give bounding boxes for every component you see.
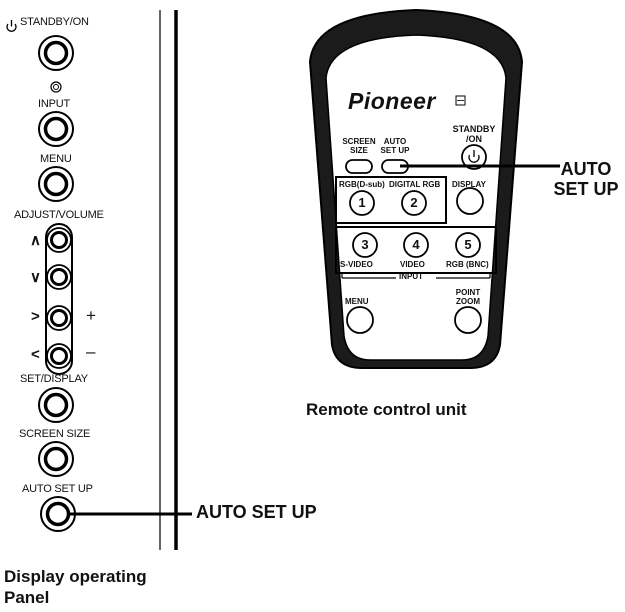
remote-menu-button xyxy=(346,306,374,334)
panel-callout-label: AUTO SET UP xyxy=(196,502,317,522)
remote-display-label: DISPLAY xyxy=(452,180,486,189)
remote-display-button xyxy=(456,187,484,215)
remote-point-zoom-label-l2: ZOOM xyxy=(456,297,480,306)
panel-left-button xyxy=(46,343,72,369)
panel-standby-indicator xyxy=(50,81,62,93)
remote-input-bracket xyxy=(341,274,491,279)
panel-down-glyph: ∨ xyxy=(30,269,41,286)
remote-button-2-label: 2 xyxy=(410,195,418,210)
panel-up-button xyxy=(46,227,72,253)
remote-point-zoom-button xyxy=(454,306,482,334)
remote-point-zoom-label-l1: POINT xyxy=(455,288,481,297)
panel-screen-size-label: SCREEN SIZE xyxy=(19,428,91,440)
remote-input-group-box xyxy=(335,226,497,274)
panel-standby-button xyxy=(38,35,74,71)
panel-input-button xyxy=(38,111,74,147)
remote-caption: Remote control unit xyxy=(306,400,467,419)
panel-set-display-button xyxy=(38,387,74,423)
remote-callout-label-l1: AUTO xyxy=(560,159,612,179)
panel-caption-line2: Panel xyxy=(4,588,50,607)
remote-standby-label-l2: /ON xyxy=(465,134,482,144)
remote-button-1 xyxy=(349,190,375,216)
sr-icon xyxy=(455,95,466,106)
remote-body xyxy=(308,8,524,369)
remote-svideo-label: S-VIDEO xyxy=(340,260,373,269)
panel-screen-size-button xyxy=(38,441,74,477)
remote-auto-setup-label-l1: AUTO xyxy=(383,137,407,146)
panel-input-label: INPUT xyxy=(38,98,71,110)
panel-set-display-label: SET/DISPLAY xyxy=(20,373,88,385)
remote-button-5-label: 5 xyxy=(464,237,472,252)
remote-screen-size-button xyxy=(345,159,373,174)
remote-brand-logo: Pioneer xyxy=(348,88,436,114)
remote-callout-label-l2: SET UP xyxy=(553,179,619,199)
remote-input-label: INPUT xyxy=(399,272,423,281)
remote-button-3 xyxy=(352,232,378,258)
remote-screen-size-label-l2: SIZE xyxy=(350,146,368,155)
remote-point-zoom-label: POINT ZOOM xyxy=(448,288,488,306)
remote-digital-rgb-label: DIGITAL RGB xyxy=(389,180,441,189)
remote-button-4-label: 4 xyxy=(412,237,420,252)
remote-rgb-bnc-label: RGB (BNC) xyxy=(446,260,489,269)
panel-adjust-label: ADJUST/VOLUME xyxy=(14,209,104,221)
remote-menu-label: MENU xyxy=(345,297,369,306)
remote-screen-size-label-l1: SCREEN xyxy=(342,137,376,146)
remote-standby-label-l1: STANDBY xyxy=(452,124,496,134)
panel-plus-sign: + xyxy=(86,306,96,325)
remote-rgb-dsub-label: RGB(D-sub) xyxy=(339,180,385,189)
panel-minus-sign: – xyxy=(86,342,96,361)
remote-button-3-label: 3 xyxy=(361,237,369,252)
panel-caption-line1: Display operating xyxy=(4,567,147,586)
remote-button-4 xyxy=(403,232,429,258)
panel-right-glyph: > xyxy=(31,308,40,325)
panel-right-button xyxy=(46,305,72,331)
remote-video-label: VIDEO xyxy=(400,260,425,269)
remote-auto-setup-label: AUTO SET UP xyxy=(377,137,413,155)
panel-up-glyph: ∧ xyxy=(30,232,41,249)
remote-standby-label: STANDBY /ON xyxy=(446,124,502,144)
panel-standby-label: STANDBY/ON xyxy=(20,16,89,28)
remote-button-5 xyxy=(455,232,481,258)
remote-auto-setup-label-l2: SET UP xyxy=(380,146,410,155)
remote-button-1-label: 1 xyxy=(358,195,366,210)
remote-standby-button xyxy=(461,144,487,170)
panel-down-button xyxy=(46,264,72,290)
remote-screen-size-label: SCREEN SIZE xyxy=(341,137,377,155)
remote-callout-label: AUTO SET UP xyxy=(550,159,622,199)
remote-rgb-group-box xyxy=(335,176,447,224)
panel-menu-label: MENU xyxy=(40,153,72,165)
remote-button-2 xyxy=(401,190,427,216)
power-icon xyxy=(6,20,17,32)
panel-menu-button xyxy=(38,166,74,202)
panel-adjust-column xyxy=(45,223,73,375)
panel-left-glyph: < xyxy=(31,346,40,363)
panel-auto-setup-label: AUTO SET UP xyxy=(22,483,93,495)
